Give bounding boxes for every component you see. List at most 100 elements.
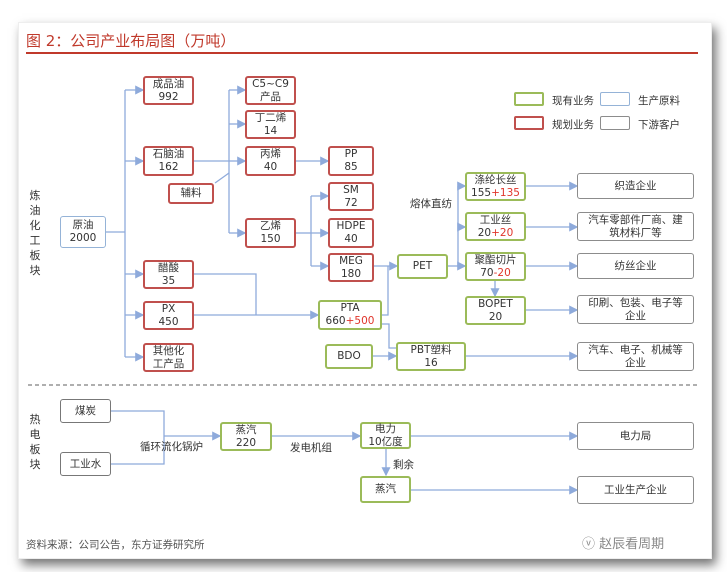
- node-px-value: 450: [158, 315, 179, 328]
- node-sm-name: SM: [343, 183, 359, 196]
- node-ethylene: 乙烯 150: [245, 218, 296, 248]
- legend-swatch-raw-material: [600, 92, 630, 106]
- node-polyester-filament-planned: +135: [491, 186, 520, 199]
- node-pp: PP 85: [328, 146, 374, 176]
- node-butadiene: 丁二烯 14: [245, 110, 296, 139]
- node-ethylene-name: 乙烯: [260, 220, 281, 232]
- node-coal-name: 煤炭: [75, 404, 96, 417]
- node-pta-existing: 660: [325, 315, 346, 327]
- customer-auto-parts: 汽车零部件厂商、建 筑材料厂等: [577, 212, 694, 241]
- node-meg-name: MEG: [339, 254, 363, 267]
- customer-auto-electronics-line1: 汽车、电子、机械等: [588, 343, 683, 356]
- node-polyester-chips-planned: -20: [493, 266, 511, 279]
- node-bopet: BOPET 20: [465, 296, 526, 325]
- node-hdpe-name: HDPE: [336, 220, 366, 232]
- node-polyester-filament-capacity: 155+135: [471, 187, 520, 200]
- node-c5-c9-name: C5~C9: [252, 77, 289, 90]
- node-polyester-filament-existing: 155: [471, 186, 492, 199]
- title-underline: [26, 52, 698, 54]
- customer-auto-electronics-line2: 企业: [625, 356, 646, 369]
- node-butadiene-name: 丁二烯: [254, 111, 287, 124]
- node-electricity-name: 电力: [375, 422, 396, 435]
- customer-power-bureau-label: 电力局: [619, 429, 652, 442]
- legend-label-raw-material: 生产原料: [638, 95, 680, 107]
- customer-industrial-enterprise-label: 工业生产企业: [604, 483, 667, 496]
- node-industrial-yarn-name: 工业丝: [479, 213, 512, 226]
- node-pbt-name: PBT塑料: [410, 343, 452, 356]
- node-bdo: BDO: [325, 344, 373, 369]
- customer-printing-line1: 印刷、包装、电子等: [588, 296, 683, 309]
- node-acetic-acid-value: 35: [161, 274, 176, 287]
- node-propylene-value: 40: [263, 161, 278, 173]
- node-naphtha: 石脑油 162: [143, 146, 194, 176]
- node-c5-c9-sub: 产品: [260, 90, 281, 103]
- node-pta-name: PTA: [340, 302, 360, 314]
- node-pbt-value: 16: [424, 356, 438, 369]
- node-propylene: 丙烯 40: [245, 146, 296, 176]
- node-ethylene-value: 150: [260, 233, 281, 245]
- node-pet-name: PET: [412, 260, 433, 272]
- customer-auto-parts-line2: 筑材料厂等: [609, 226, 662, 239]
- legend-label-planned: 规划业务: [552, 119, 594, 131]
- node-c5-c9: C5~C9 产品: [245, 76, 296, 105]
- node-px: PX 450: [143, 301, 194, 330]
- node-sm: SM 72: [328, 182, 374, 211]
- node-hdpe: HDPE 40: [328, 218, 374, 248]
- node-electricity-value: 10亿度: [368, 435, 403, 448]
- legend-swatch-existing: [514, 92, 544, 106]
- node-acetic-acid: 醋酸 35: [143, 260, 194, 289]
- node-industrial-yarn: 工业丝 20+20: [465, 212, 526, 241]
- customer-printing-line2: 企业: [625, 309, 646, 322]
- node-refined-oil-name: 成品油: [152, 77, 185, 90]
- node-polyester-chips-capacity: 70-20: [480, 267, 511, 280]
- node-other-chemicals: 其他化 工产品: [143, 343, 194, 372]
- node-steam-220-name: 蒸汽: [235, 423, 257, 436]
- watermark-text: 赵辰看周期: [599, 537, 665, 552]
- node-industrial-yarn-existing: 20: [477, 226, 492, 239]
- node-meg: MEG 180: [328, 253, 374, 282]
- node-propylene-name: 丙烯: [260, 148, 281, 160]
- watermark: ⓥ 赵辰看周期: [582, 533, 664, 552]
- node-auxiliary: 辅料: [168, 183, 214, 204]
- node-industrial-water-name: 工业水: [69, 457, 102, 470]
- node-pp-value: 85: [344, 161, 358, 173]
- node-crude-oil: 原油 2000: [60, 216, 106, 248]
- node-pta-planned: +500: [345, 315, 375, 327]
- node-other-chemicals-line1: 其他化: [152, 344, 185, 357]
- node-other-chemicals-line2: 工产品: [152, 357, 185, 370]
- node-naphtha-value: 162: [158, 161, 179, 173]
- node-refined-oil-value: 992: [158, 90, 179, 103]
- edge-label-cfb-boiler: 循环流化锅炉: [140, 441, 203, 453]
- edge-label-melt-direct-spin: 熔体直纺: [410, 198, 452, 210]
- customer-weaving-label: 织造企业: [614, 179, 657, 192]
- node-steam-220-value: 220: [235, 436, 257, 449]
- node-polyester-chips-existing: 70: [480, 266, 494, 279]
- node-hdpe-value: 40: [344, 233, 358, 245]
- node-naphtha-name: 石脑油: [152, 148, 185, 160]
- node-polyester-chips: 聚酯切片 70-20: [465, 252, 526, 281]
- node-pp-name: PP: [344, 148, 358, 160]
- customer-weaving: 织造企业: [577, 173, 694, 199]
- customer-spinning: 纺丝企业: [577, 253, 694, 279]
- wechat-icon: ⓥ: [582, 537, 600, 552]
- legend-label-downstream: 下游客户: [638, 119, 680, 131]
- node-crude-oil-name: 原油: [72, 219, 94, 231]
- node-bopet-name: BOPET: [478, 297, 513, 310]
- edge-label-generator-set: 发电机组: [290, 442, 332, 454]
- node-pta: PTA 660+500: [318, 300, 382, 330]
- node-bdo-name: BDO: [337, 350, 361, 362]
- customer-auto-parts-line1: 汽车零部件厂商、建: [588, 213, 683, 226]
- node-auxiliary-name: 辅料: [180, 187, 202, 199]
- node-bopet-value: 20: [488, 310, 503, 323]
- customer-printing: 印刷、包装、电子等 企业: [577, 295, 694, 324]
- node-crude-oil-value: 2000: [69, 232, 97, 244]
- section-label-power: 热电板块: [29, 413, 41, 471]
- customer-industrial-enterprise: 工业生产企业: [577, 476, 694, 504]
- node-polyester-chips-name: 聚酯切片: [474, 253, 517, 266]
- node-polyester-filament-name: 涤纶长丝: [474, 173, 517, 186]
- node-pbt: PBT塑料 16: [396, 342, 466, 371]
- node-sm-value: 72: [344, 196, 358, 209]
- customer-auto-electronics: 汽车、电子、机械等 企业: [577, 342, 694, 371]
- node-refined-oil: 成品油 992: [143, 76, 194, 105]
